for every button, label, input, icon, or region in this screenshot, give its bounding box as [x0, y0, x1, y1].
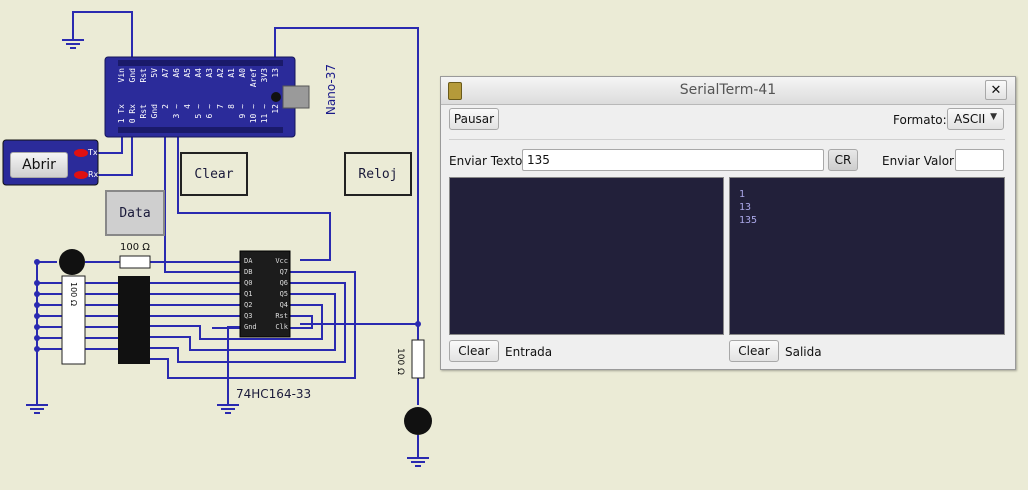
input-clear-button[interactable]: Clear: [449, 340, 499, 362]
chip-pin: Q1: [244, 290, 253, 298]
chip-pin: Q4: [279, 301, 288, 309]
board-pin-label: Rst: [139, 68, 148, 83]
input-panel[interactable]: [449, 177, 724, 335]
wire-junctions: [34, 259, 421, 352]
chip-pin: Q2: [244, 301, 253, 309]
format-select[interactable]: ASCII ▼: [947, 108, 1004, 130]
resistor-top-label: 100 Ω: [120, 242, 150, 253]
chip-label: 74HC164-33: [236, 387, 312, 401]
chip-pin: Q3: [244, 312, 253, 320]
window-title: SerialTerm-41: [679, 82, 777, 98]
board-header-pins: [118, 60, 283, 133]
resistor-array: [61, 275, 86, 365]
board-pin-label: A4: [194, 68, 203, 78]
output-line: 135: [739, 215, 758, 226]
board-pin-label: A5: [183, 68, 192, 78]
output-lines: 1 13 135: [739, 188, 757, 227]
chip-left-pins: DA DB Q0 Q1 Q2 Q3 Gnd: [244, 256, 257, 333]
input-label: Entrada: [505, 345, 553, 359]
send-value-input[interactable]: [955, 149, 1004, 171]
clock-probe-box[interactable]: Reloj: [344, 152, 412, 196]
reset-button: [271, 92, 281, 102]
output-label: Salida: [785, 345, 822, 359]
tx-led: [74, 149, 88, 157]
board-pin-label: 3V3: [260, 68, 269, 83]
led-right: [404, 407, 432, 435]
output-line: 13: [739, 202, 752, 213]
chip-pin: Q7: [279, 268, 288, 276]
clear-probe-box[interactable]: Clear: [180, 152, 248, 196]
chip-right-pins: Vcc Q7 Q6 Q5 Q4 Rst Clk: [275, 256, 288, 333]
board-pin-label: Rst: [139, 104, 148, 119]
divider: [449, 139, 1005, 140]
board-pin-label: 4: [183, 104, 192, 109]
usb-connector: [282, 85, 310, 109]
board-pin-label: Gnd: [150, 104, 159, 119]
led-left: [59, 249, 85, 275]
board-pin-label: Vin: [117, 68, 126, 83]
board-pin-label: A2: [216, 68, 225, 78]
chip-pin: DB: [244, 268, 253, 276]
send-text-input[interactable]: 135: [522, 149, 824, 171]
board-pin-label: 0 Rx: [128, 104, 137, 124]
output-line: 1: [739, 189, 746, 200]
chip-pin: Clk: [275, 323, 288, 331]
serial-terminal-window: SerialTerm-41 ✕ Pausar Formato: ASCII ▼ …: [440, 76, 1016, 370]
format-label: Formato:: [893, 113, 947, 127]
rx-label: Rx: [88, 170, 99, 179]
chip-pin: Rst: [275, 312, 288, 320]
chip-pin: DA: [244, 257, 253, 265]
board-label: Nano-37: [324, 64, 338, 116]
resistor-top: [119, 255, 151, 269]
board-pin-label: 10 ~: [249, 104, 258, 124]
rx-led: [74, 171, 88, 179]
send-value-label: Enviar Valor:: [882, 154, 958, 168]
output-clear-button[interactable]: Clear: [729, 340, 779, 362]
board-pin-label: 13: [271, 68, 280, 78]
cr-toggle-button[interactable]: CR: [828, 149, 858, 171]
shift-register-chip: [239, 250, 291, 338]
board-pin-label: A6: [172, 68, 181, 78]
close-icon[interactable]: ✕: [985, 80, 1007, 100]
board-pin-label: 6 ~: [205, 104, 214, 119]
chip-pin: Vcc: [275, 257, 288, 265]
board-pin-label: 12: [271, 104, 280, 114]
board-pin-label: 7: [216, 104, 225, 109]
board-pin-label: A3: [205, 68, 214, 78]
open-port-button[interactable]: Abrir: [10, 152, 68, 178]
board-pin-label: A1: [227, 68, 236, 78]
board-pin-label: A7: [161, 68, 170, 78]
chevron-down-icon: ▼: [990, 112, 997, 122]
board-pin-label: 5V: [150, 68, 159, 78]
tx-label: Tx: [88, 148, 98, 157]
board-pin-label: Aref: [249, 68, 258, 88]
led-bar-array: [118, 276, 150, 364]
title-bar[interactable]: SerialTerm-41 ✕: [441, 77, 1015, 105]
board-pin-label: 3 ~: [172, 104, 181, 119]
board-pin-label: 8: [227, 104, 236, 109]
chip-pin: Q5: [279, 290, 288, 298]
chip-pin: Q0: [244, 279, 253, 287]
board-pin-label: 2: [161, 104, 170, 109]
board-pin-label: 11 ~: [260, 104, 269, 124]
board-pin-label: 5 ~: [194, 104, 203, 119]
app-icon: [448, 82, 462, 100]
board-pin-label: 9 ~: [238, 104, 247, 119]
resistor-right: [411, 339, 425, 379]
board-pin-label: Gnd: [128, 68, 137, 83]
pause-button[interactable]: Pausar: [449, 108, 499, 130]
output-panel[interactable]: 1 13 135: [729, 177, 1005, 335]
format-value: ASCII: [954, 112, 986, 126]
resistor-array-label: 100 Ω: [69, 282, 78, 306]
resistor-right-label: 100 Ω: [395, 348, 405, 375]
ground-symbols: [26, 39, 429, 467]
send-text-label: Enviar Texto:: [449, 154, 527, 168]
chip-pin: Q6: [279, 279, 288, 287]
board-pin-label: A0: [238, 68, 247, 78]
chip-pin: Gnd: [244, 323, 257, 331]
data-probe-box[interactable]: Data: [105, 190, 165, 236]
board-pin-label: 1 Tx: [117, 104, 126, 124]
